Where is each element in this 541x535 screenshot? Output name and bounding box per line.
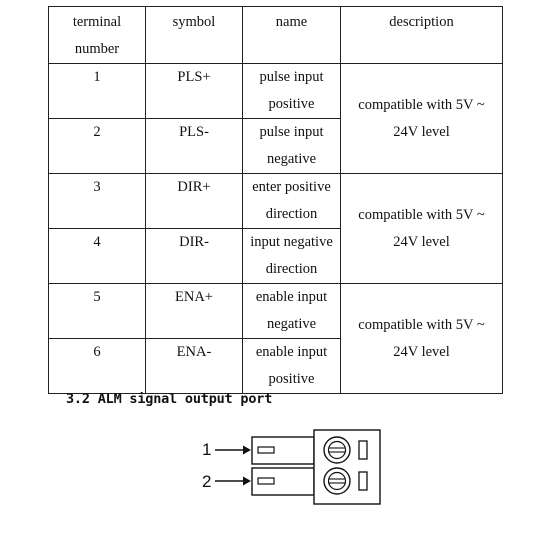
terminal-name: pulse input negative [242,118,341,174]
header-terminal-line1: terminal [72,14,122,30]
description-line2: 24V level [393,123,450,140]
name-line1: pulse input [259,69,324,85]
terminal-name: enter positive direction [242,173,341,229]
name-line1: input negative [250,234,333,250]
description-line1: compatible with 5V ~ [358,316,485,333]
arrow-right-icon [215,445,251,455]
header-description: description [340,6,503,64]
description-line1: compatible with 5V ~ [358,206,485,223]
terminal-number: 1 [48,63,146,119]
terminal-name: enable input positive [242,338,341,394]
description-line2: 24V level [393,233,450,250]
name-line2: direction [265,206,318,222]
name-line2: positive [268,371,315,387]
terminal-symbol: DIR- [145,228,243,284]
terminal-name: pulse input positive [242,63,341,119]
table-header-row: terminal number symbol name description [48,6,503,64]
wire-entry-slot [251,467,315,496]
name-line1: enable input [255,289,328,305]
header-terminal-line2: number [74,41,120,57]
header-terminal-number: terminal number [48,6,146,64]
terminal-table: terminal number symbol name description … [48,6,503,394]
name-line2: negative [266,151,317,167]
terminal-number: 6 [48,338,146,394]
terminal-number: 2 [48,118,146,174]
pin-window [358,440,368,460]
section-heading: 3.2 ALM signal output port [66,391,273,407]
table-row: 2 PLS- pulse input negative [48,118,503,174]
terminal-name: input negative direction [242,228,341,284]
name-line1: enter positive [252,179,331,195]
name-line1: enable input [255,344,328,360]
description-line1: compatible with 5V ~ [358,96,485,113]
table-row: 6 ENA- enable input positive [48,338,503,394]
description-line2: 24V level [393,343,450,360]
terminal-symbol: ENA- [145,338,243,394]
header-symbol: symbol [145,6,243,64]
name-line2: negative [266,316,317,332]
pin-1-label: 1 [202,440,211,459]
terminal-number: 5 [48,283,146,339]
name-line1: pulse input [259,124,324,140]
header-name: name [242,6,341,64]
table-row: 5 ENA+ enable input negative compatible … [48,283,503,394]
pin-window [358,471,368,491]
screw-icon [323,467,351,495]
name-line2: direction [265,261,318,277]
name-line2: positive [268,96,315,112]
screw-icon [323,436,351,464]
terminal-description: compatible with 5V ~ 24V level [340,173,503,284]
terminal-description: compatible with 5V ~ 24V level [340,63,503,174]
wire-entry-slot [251,436,315,465]
terminal-number: 4 [48,228,146,284]
terminal-symbol: ENA+ [145,283,243,339]
terminal-symbol: DIR+ [145,173,243,229]
table-row: 1 PLS+ pulse input positive compatible w… [48,63,503,174]
table-row: 4 DIR- input negative direction [48,228,503,284]
terminal-description: compatible with 5V ~ 24V level [340,283,503,394]
terminal-number: 3 [48,173,146,229]
arrow-right-icon [215,476,251,486]
terminal-symbol: PLS+ [145,63,243,119]
alm-connector-diagram: 1 2 [202,429,381,505]
terminal-symbol: PLS- [145,118,243,174]
pin-2-label: 2 [202,472,211,491]
table-row: 3 DIR+ enter positive direction compatib… [48,173,503,284]
terminal-name: enable input negative [242,283,341,339]
